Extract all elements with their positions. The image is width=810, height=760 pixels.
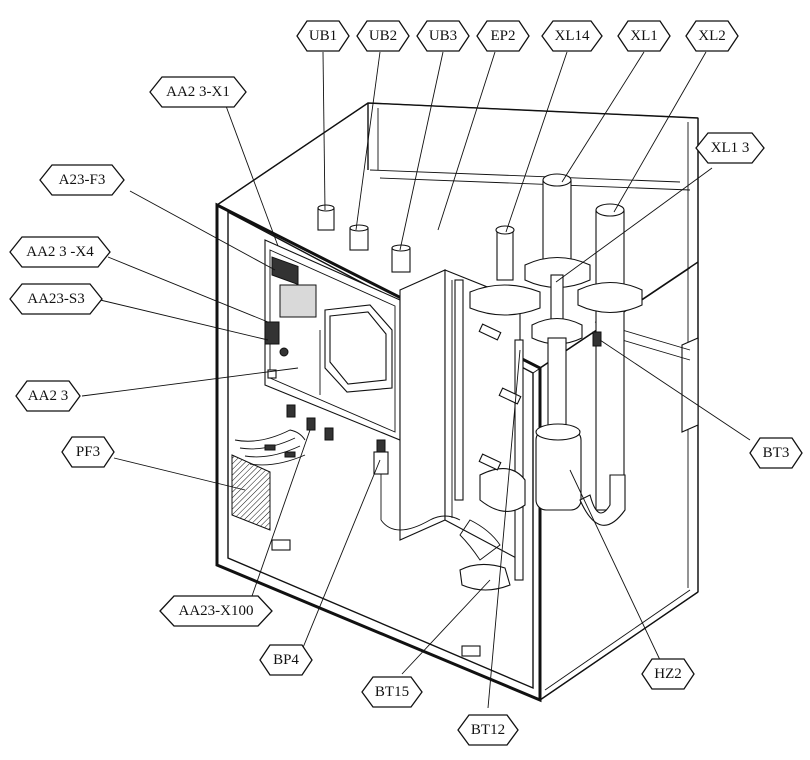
label-hz2: HZ2 [641, 658, 695, 690]
label-ub1: UB1 [296, 20, 350, 52]
svg-text:EP2: EP2 [490, 28, 515, 44]
svg-text:BT12: BT12 [471, 722, 505, 738]
leader-lines [81, 51, 751, 709]
svg-text:XL2: XL2 [698, 28, 726, 44]
electrical-panel [264, 239, 401, 441]
svg-text:BT15: BT15 [375, 684, 409, 700]
label-a23-f3: A23-F3 [39, 164, 125, 196]
label-ep2: EP2 [476, 20, 530, 52]
label-bt15: BT15 [361, 676, 423, 708]
label-aa23-x100: AA23-X100 [159, 595, 273, 627]
label-bt3: BT3 [749, 437, 803, 469]
svg-text:PF3: PF3 [76, 444, 100, 460]
svg-text:UB2: UB2 [369, 28, 397, 44]
label-xl14: XL14 [541, 20, 603, 52]
label-aa23-x1: AA2 3-X1 [149, 76, 247, 108]
label-ub2: UB2 [356, 20, 410, 52]
svg-text:AA2 3 -X4: AA2 3 -X4 [26, 244, 94, 260]
svg-text:BP4: BP4 [273, 652, 299, 668]
svg-text:A23-F3: A23-F3 [59, 172, 106, 188]
svg-text:AA2 3: AA2 3 [28, 388, 68, 404]
label-xl1: XL1 [617, 20, 671, 52]
svg-text:AA2 3-X1: AA2 3-X1 [166, 84, 230, 100]
svg-text:UB3: UB3 [429, 28, 457, 44]
piping-assembly [399, 173, 643, 591]
label-xl13: XL1 3 [695, 132, 765, 164]
label-aa23-x4: AA2 3 -X4 [9, 236, 111, 268]
label-xl2: XL2 [685, 20, 739, 52]
svg-text:AA23-X100: AA23-X100 [179, 603, 254, 619]
label-aa23: AA2 3 [15, 380, 81, 412]
rating-plate [231, 429, 306, 531]
svg-text:AA23-S3: AA23-S3 [27, 291, 85, 307]
svg-text:XL1: XL1 [630, 28, 658, 44]
svg-text:HZ2: HZ2 [654, 666, 682, 682]
label-ub3: UB3 [416, 20, 470, 52]
svg-text:UB1: UB1 [309, 28, 337, 44]
cable-glands [317, 204, 411, 273]
svg-text:XL14: XL14 [555, 28, 590, 44]
label-aa23-s3: AA23-S3 [9, 283, 103, 315]
svg-text:BT3: BT3 [763, 445, 790, 461]
svg-text:XL1 3: XL1 3 [711, 140, 750, 156]
label-bp4: BP4 [259, 644, 313, 676]
label-bt12: BT12 [457, 714, 519, 746]
label-pf3: PF3 [61, 436, 115, 468]
pressure-switch [373, 439, 461, 531]
